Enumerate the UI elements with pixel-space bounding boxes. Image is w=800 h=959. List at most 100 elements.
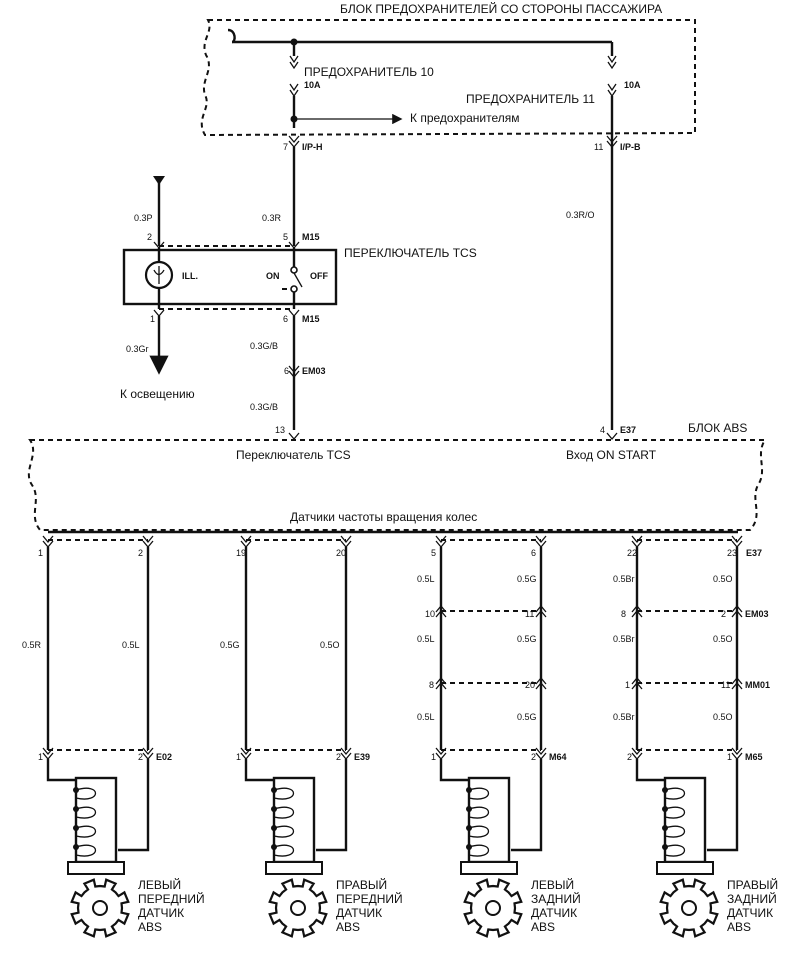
abs-block-outline (27, 439, 767, 531)
wire-color-label: 0.5R (22, 640, 42, 650)
tone-wheel-hub-icon (681, 900, 697, 916)
sensor-name-line: ЗАДНИЙ (531, 891, 581, 906)
wire-03p-label: 0.3P (134, 213, 153, 223)
coil-lead-right (511, 759, 543, 852)
coil-winding-icon (468, 806, 489, 819)
power-input-hook (227, 28, 236, 44)
coil-dot-icon (466, 787, 472, 793)
inline-pin-number: 11 (525, 609, 534, 619)
coil-lead-left (439, 759, 479, 782)
switch-on-label: ON (266, 271, 280, 281)
sensor-pin-number: 1 (431, 752, 436, 762)
coil-winding-icon (75, 806, 96, 819)
inline-pin-number: 1 (625, 680, 630, 690)
inline-connector-name: EM03 (745, 609, 769, 619)
sensor-name-line: ДАТЧИК (531, 906, 577, 920)
coil-dot-icon (662, 844, 668, 850)
coil-dot-icon (73, 844, 79, 850)
coil-dot-icon (271, 806, 277, 812)
conn-ipb-symbol (606, 135, 618, 149)
sensor-name-line: ABS (727, 920, 751, 934)
wire-color-label: 0.5L (417, 712, 435, 722)
switch-off-label: OFF (310, 271, 328, 281)
fuse10-rating: 10A (304, 80, 321, 90)
sensor-connector-name: M65 (745, 752, 763, 762)
tone-wheel-hub-icon (485, 900, 501, 916)
coil-winding-icon (273, 825, 294, 838)
switch-pin-2: 2 (147, 232, 152, 242)
sensor-name-line: ABS (336, 920, 360, 934)
sensor-name-line: ABS (138, 920, 162, 934)
wire-03gb-label-1: 0.3G/B (250, 341, 278, 351)
em03-conn-symbol (288, 365, 300, 379)
sensor-connector-name: M64 (549, 752, 567, 762)
coil-winding-icon (468, 844, 489, 857)
sensor-name-line: ПРАВЫЙ (336, 877, 387, 892)
sensors-bus-label: Датчики частоты вращения колес (290, 510, 477, 524)
coil-dot-icon (271, 787, 277, 793)
abs-pin-connector (535, 535, 547, 549)
switch-conn-top: M15 (302, 232, 320, 242)
abs-pin-number: 23 (727, 548, 737, 558)
wire-color-label: 0.5G (220, 640, 240, 650)
conn-ipb-pin: 11 (594, 142, 603, 152)
tone-wheel-hub-icon (290, 900, 306, 916)
coil-core-icon (74, 776, 118, 864)
wire-color-label: 0.5G (517, 634, 537, 644)
coil-dot-icon (466, 806, 472, 812)
inline-pin-number: 10 (425, 609, 435, 619)
wire-color-label: 0.5L (122, 640, 140, 650)
wire-color-label: 0.5Br (613, 574, 635, 584)
coil-winding-icon (273, 806, 294, 819)
wire-03gb-label-2: 0.3G/B (250, 402, 278, 412)
conn-ipb-name: I/P-B (620, 142, 641, 152)
wire-03r-label: 0.3R (262, 213, 282, 223)
inline-pin-number: 8 (429, 680, 434, 690)
wire-color-label: 0.5L (417, 574, 435, 584)
inline-pin-number: 8 (621, 609, 626, 619)
coil-winding-icon (75, 844, 96, 857)
sensor-name-line: ПЕРЕДНИЙ (138, 891, 205, 906)
coil-winding-icon (468, 825, 489, 838)
em03-name: EM03 (302, 366, 326, 376)
to-illumination-label: К освещению (120, 387, 195, 401)
conn-iph-name: I/P-H (302, 142, 323, 152)
inline-pin-number: 11 (721, 680, 730, 690)
sensor-pin-number: 2 (138, 752, 143, 762)
tcs-switch-title: ПЕРЕКЛЮЧАТЕЛЬ TCS (344, 246, 477, 260)
wire-color-label: 0.5O (713, 634, 733, 644)
fuse11-symbol (607, 55, 617, 98)
coil-dot-icon (73, 806, 79, 812)
wire-03ro-label: 0.3R/O (566, 210, 595, 220)
fuse11-rating: 10A (624, 80, 641, 90)
conn-iph-symbol (288, 135, 300, 149)
coil-winding-icon (273, 844, 294, 857)
coil-dot-icon (466, 844, 472, 850)
sensor-mount-icon (460, 861, 518, 875)
abs-pin-connector (142, 535, 154, 549)
fuse10-label: ПРЕДОХРАНИТЕЛЬ 10 (304, 65, 434, 79)
abs-conn-e37: E37 (620, 425, 636, 435)
switch-pin-1: 1 (150, 314, 155, 324)
coil-winding-icon (664, 825, 685, 838)
sensor-connector-name: E39 (354, 752, 370, 762)
wire-color-label: 0.5Br (613, 712, 635, 722)
abs-pin-number: 2 (138, 548, 143, 558)
coil-lead-right (316, 759, 348, 852)
inline-pin-number: 2 (721, 609, 726, 619)
sensor-pin-number: 1 (236, 752, 241, 762)
switch-conn-bottom: M15 (302, 314, 320, 324)
abs-bottom-conn: E37 (746, 548, 762, 558)
inline-pin-number: 20 (525, 680, 535, 690)
abs-pin-number: 22 (627, 548, 637, 558)
sensor-name-line: ЛЕВЫЙ (531, 877, 574, 892)
abs-pin-number: 20 (336, 548, 346, 558)
sensor-pin-number: 2 (627, 752, 632, 762)
sensor-name-line: ЗАДНИЙ (727, 891, 777, 906)
wire-03gr-label: 0.3Gr (126, 344, 149, 354)
sensor-pin-number: 1 (38, 752, 43, 762)
lamp-ill-label: ILL. (182, 271, 198, 281)
sensor-name-line: ДАТЧИК (727, 906, 773, 920)
